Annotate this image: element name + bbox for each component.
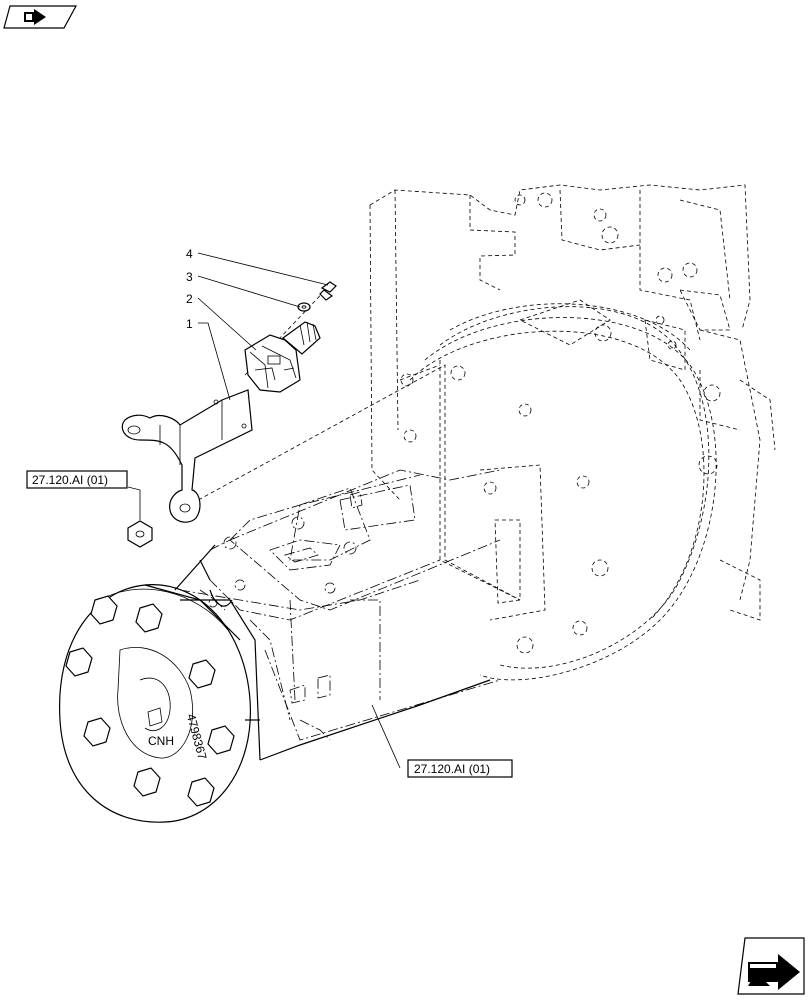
speed-sensor-part-2[interactable] [244,321,321,393]
axle-flange-right [399,299,717,681]
reference-label-left: 27.120.AI (01) [32,473,108,487]
callout-label-2: 2 [186,292,193,306]
bracket-part-1[interactable] [121,389,253,523]
assembly-centerline [179,364,521,601]
svg-text:CNH: CNH [148,734,174,748]
reference-box-bottom[interactable]: 27.120.AI (01) [407,759,513,778]
screw-part-4[interactable] [319,281,337,301]
end-flange-left: 4798367 CNH [59,584,260,823]
reference-box-left[interactable]: 27.120.AI (01) [26,470,128,489]
callout-2[interactable]: 2 [186,292,193,306]
flange-bolt [65,595,235,807]
callout-1[interactable]: 1 [186,317,193,331]
washer-part-3[interactable] [297,302,311,312]
back-arrow-icon[interactable] [3,5,78,29]
callout-label-1: 1 [186,317,193,331]
callout-label-3: 3 [186,270,193,284]
callout-3[interactable]: 3 [186,270,193,284]
axle-tube [174,544,491,761]
next-page-arrow-icon[interactable] [737,937,805,995]
nut [127,520,153,548]
callout-leaders [127,252,401,769]
transmission-housing [369,184,776,621]
callout-4[interactable]: 4 [186,247,193,261]
callout-label-4: 4 [186,247,193,261]
reference-label-bottom: 27.120.AI (01) [414,762,490,776]
